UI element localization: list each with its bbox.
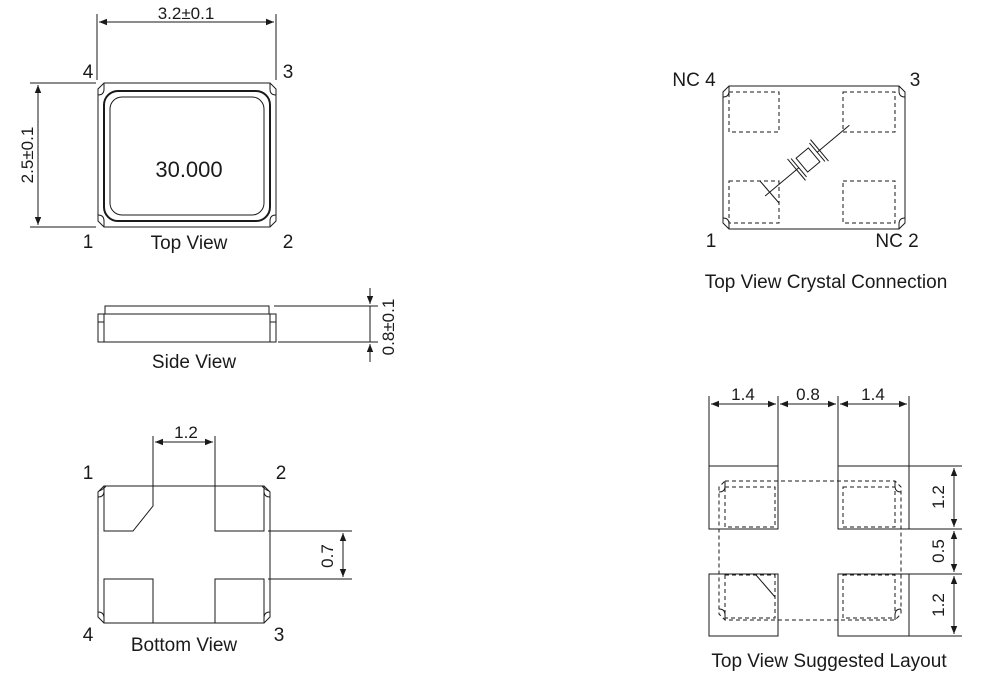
bottom-view: 1.2 0.7 1 2 3 4 Bottom View [83, 423, 352, 656]
bottom-pin-1: 1 [83, 463, 94, 484]
side-view: 0.8±0.1 Side View [97, 288, 398, 373]
bottom-pad-2 [214, 485, 265, 532]
bottom-pad-3 [214, 578, 265, 624]
crystal-pad-1 [728, 180, 780, 224]
layout-height-dim-bottom: 1.2 [929, 593, 948, 617]
top-view-width-dim: 3.2±0.1 [158, 4, 215, 23]
bottom-pad-height-dim: 0.7 [318, 544, 337, 568]
top-pin-4: 4 [83, 62, 94, 83]
bottom-pin-3: 3 [274, 625, 285, 646]
bottom-package-outline [97, 485, 271, 624]
layout-width-dim-left: 1.4 [731, 385, 755, 404]
layout-land-2 [837, 573, 910, 637]
crystal-pad-4 [728, 91, 780, 133]
layout-view-title: Top View Suggested Layout [711, 651, 947, 672]
side-lid [104, 305, 270, 315]
top-pin-1: 1 [83, 232, 94, 253]
package-outline [97, 82, 277, 228]
side-base [97, 313, 277, 343]
layout-height-dim-gap: 0.5 [929, 539, 948, 563]
layout-land-3 [837, 465, 910, 530]
layout-pad-4 [724, 486, 776, 528]
top-view-height-dim: 2.5±0.1 [18, 127, 37, 184]
layout-package-overlay [718, 480, 902, 621]
layout-pad-2 [842, 574, 896, 619]
bottom-pad-4 [103, 578, 154, 624]
top-view: 3.2±0.1 2.5±0.1 30.000 4 3 1 2 Top View [18, 4, 293, 254]
crystal-pin-3: 3 [910, 70, 921, 91]
package-lid [103, 90, 271, 222]
crystal-view-title: Top View Crystal Connection [705, 272, 948, 293]
crystal-symbol [764, 124, 850, 197]
layout-pad-3 [842, 486, 896, 528]
layout-land-4 [708, 465, 779, 530]
bottom-pin-2: 2 [276, 463, 287, 484]
top-pin-3: 3 [283, 62, 294, 83]
part-marking: 30.000 [155, 157, 222, 182]
crystal-package-outline [722, 85, 906, 230]
side-view-title: Side View [152, 352, 236, 373]
layout-land-1 [708, 573, 779, 637]
layout-width-dim-right: 1.4 [861, 385, 885, 404]
top-view-title: Top View [151, 233, 228, 254]
layout-height-dim-top: 1.2 [929, 485, 948, 509]
crystal-pad-2 [842, 180, 896, 224]
layout-pad-1 [724, 574, 776, 619]
bottom-view-title: Bottom View [131, 635, 238, 656]
crystal-pad-3 [842, 91, 896, 133]
top-pin-2: 2 [283, 232, 294, 253]
crystal-pin-nc2: NC 2 [875, 231, 918, 252]
crystal-pin-1: 1 [706, 231, 717, 252]
bottom-pad-1 [103, 485, 154, 532]
layout-width-dim-gap: 0.8 [796, 385, 820, 404]
bottom-pad-spacing-dim: 1.2 [174, 423, 198, 442]
crystal-pin-nc4: NC 4 [672, 70, 716, 91]
crystal-connection-view: NC 4 3 1 NC 2 Top View Crystal Connectio… [672, 70, 947, 293]
bottom-pin-4: 4 [83, 625, 94, 646]
side-view-thickness-dim: 0.8±0.1 [379, 299, 398, 356]
suggested-layout-view: 1.4 0.8 1.4 1.2 0.5 1.2 Top View Suggest… [708, 385, 962, 672]
